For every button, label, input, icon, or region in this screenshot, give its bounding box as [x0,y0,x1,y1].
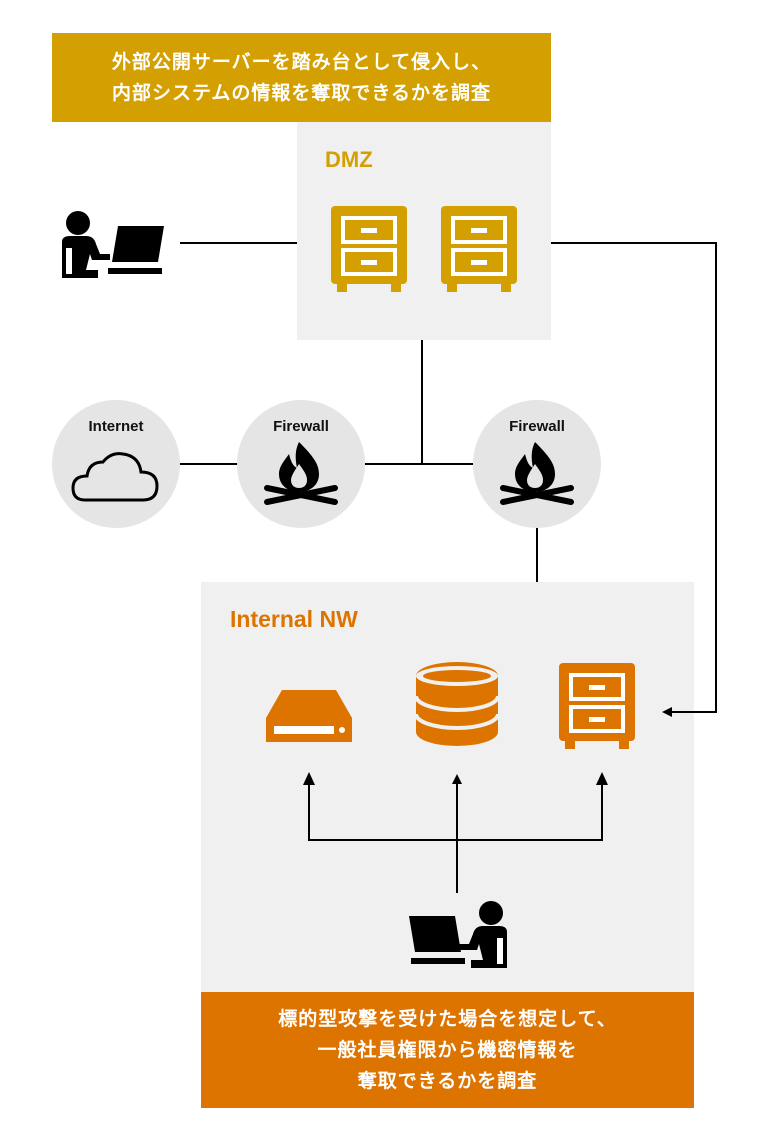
bottom-note-line2: 一般社員権限から機密情報を [317,1038,578,1061]
database-icon [414,662,500,746]
employee-branch-line [308,776,603,841]
dmz-to-internal-server-path [551,242,717,717]
firewall-right-icon [500,442,574,505]
bottom-note-line3: 奪取できるかを調査 [357,1069,538,1092]
firewall-right-label: Firewall [509,418,565,435]
employee-icon [409,901,507,968]
top-note-banner: 外部公開サーバーを踏み台として侵入し、 内部システムの情報を奪取できるかを調査 [52,33,551,122]
cloud-icon [71,452,159,502]
top-note-line2: 内部システムの情報を奪取できるかを調査 [111,81,492,104]
bottom-note-line1: 標的型攻撃を受けた場合を想定して、 [278,1007,617,1030]
dmz-server-1-icon [331,206,407,292]
bottom-note-banner: 標的型攻撃を受けた場合を想定して、 一般社員権限から機密情報を 奪取できるかを調… [201,992,694,1108]
top-note-line1: 外部公開サーバーを踏み台として侵入し、 [111,50,492,73]
firewall-left-label: Firewall [273,418,329,435]
dmz-label: DMZ [325,147,373,172]
internet-label: Internet [88,418,144,435]
internal-server-icon [559,663,635,749]
attacker-icon [62,211,164,278]
arrow-to-hard-drive [303,772,315,785]
firewall-left-icon [264,442,338,505]
hard-drive-icon [266,690,352,742]
internet-node [52,400,180,528]
arrow-to-internal-server [596,772,608,785]
dmz-server-2-icon [441,206,517,292]
internal-nw-label: Internal NW [230,606,358,632]
